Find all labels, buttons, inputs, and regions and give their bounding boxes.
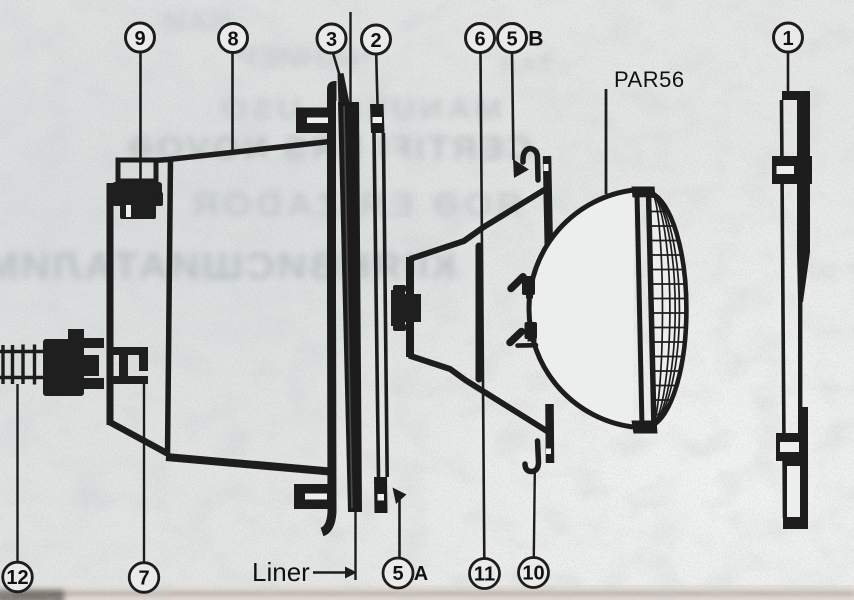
svg-text:9: 9: [134, 28, 145, 50]
svg-text:8: 8: [227, 29, 238, 51]
svg-text:PAR56: PAR56: [614, 67, 685, 92]
svg-text:1: 1: [782, 28, 793, 50]
svg-text:11: 11: [474, 564, 495, 586]
svg-text:7: 7: [138, 568, 149, 590]
svg-text:6: 6: [474, 29, 485, 51]
svg-text:B: B: [528, 28, 543, 51]
svg-text:12: 12: [6, 567, 28, 589]
svg-text:3: 3: [326, 29, 337, 51]
svg-text:A: A: [414, 563, 428, 585]
svg-text:5: 5: [392, 563, 403, 585]
svg-text:2: 2: [370, 30, 381, 52]
svg-text:10: 10: [522, 563, 544, 585]
svg-text:Liner: Liner: [252, 557, 310, 587]
svg-text:5: 5: [506, 29, 517, 51]
